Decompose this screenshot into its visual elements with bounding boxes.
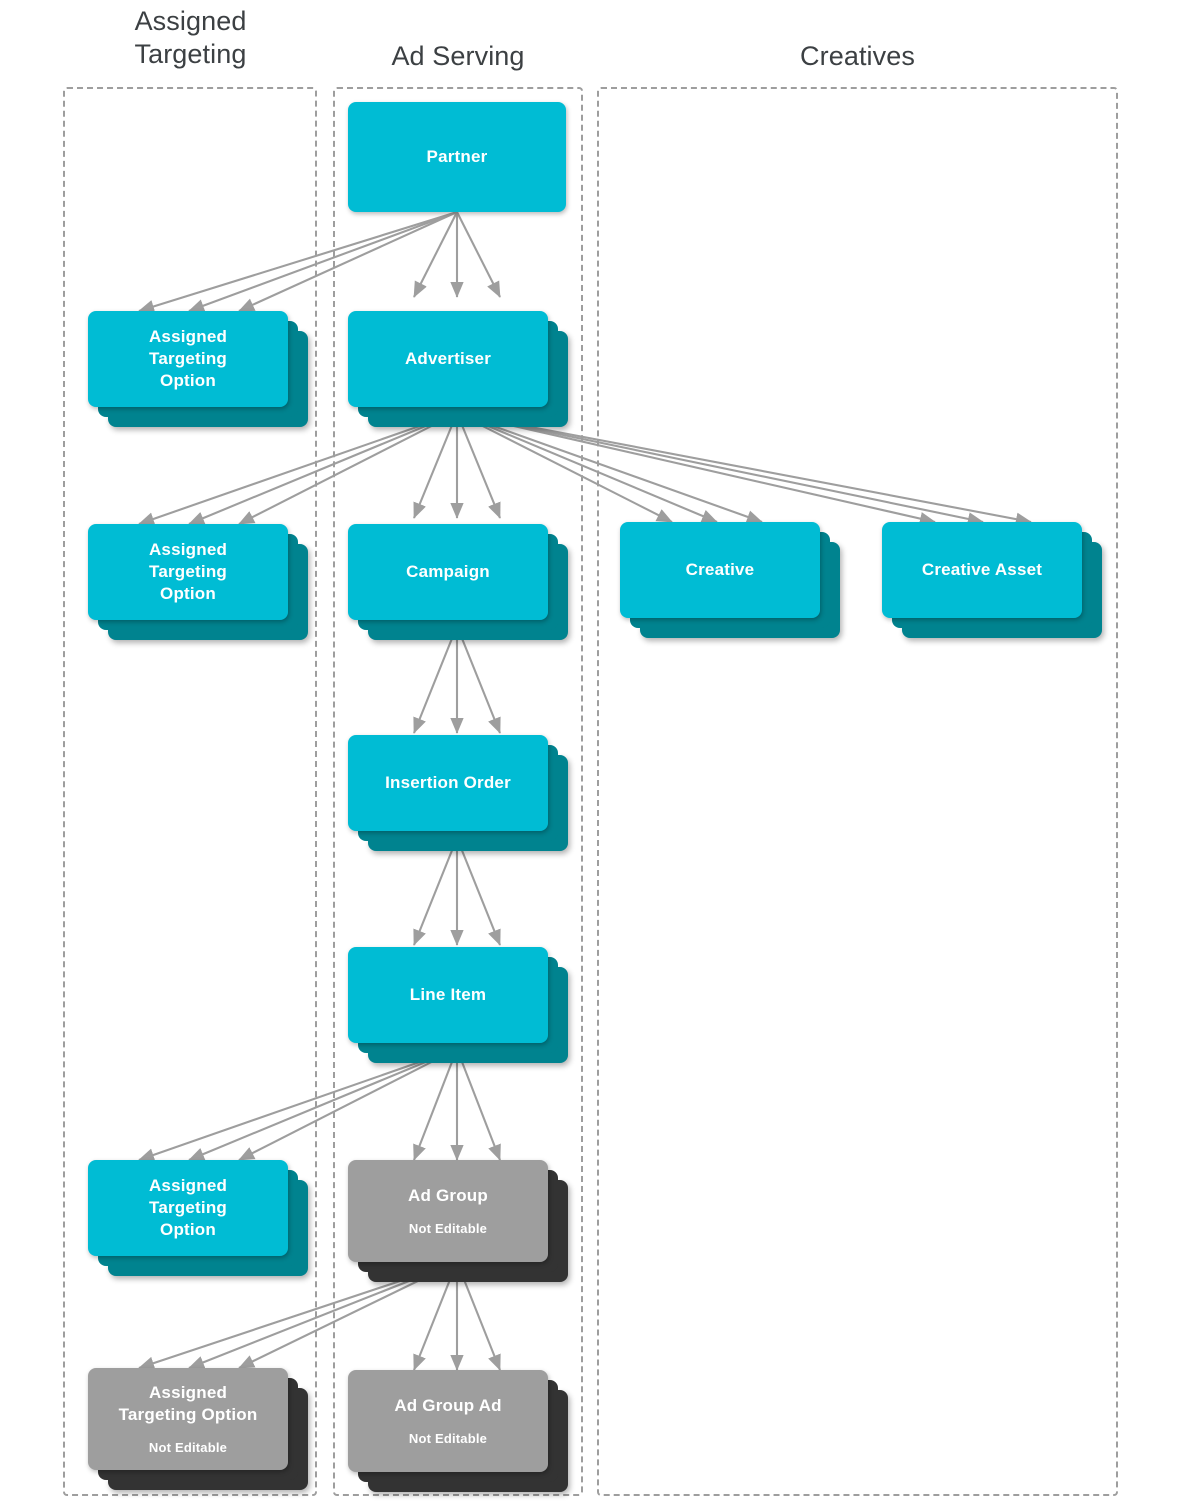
node-label-line-2: Targeting	[149, 562, 227, 581]
node-label-line-1: Assigned	[148, 1383, 228, 1402]
column-header-ad-serving: Ad Serving	[391, 41, 525, 71]
node-ad-group-label: Ad Group	[408, 1186, 488, 1205]
node-label-line-2: Targeting Option	[118, 1405, 258, 1424]
node-ad-group-ad-face[interactable]: Ad Group Ad Not Editable	[348, 1370, 548, 1472]
node-campaign-face[interactable]: Campaign	[348, 524, 548, 620]
node-assigned-targeting-option-2[interactable]: Assigned Targeting Option	[88, 524, 308, 640]
node-assigned-targeting-option-1-face[interactable]: Assigned Targeting Option	[88, 311, 288, 407]
node-creative-face[interactable]: Creative	[620, 522, 820, 618]
column-header-creatives: Creatives	[800, 41, 915, 71]
node-partner[interactable]: Partner	[348, 102, 566, 212]
node-assigned-targeting-option-4[interactable]: Assigned Targeting Option Not Editable	[88, 1368, 308, 1490]
node-advertiser-label: Advertiser	[404, 349, 492, 368]
node-assigned-targeting-option-4-not-editable-badge: Not Editable	[148, 1440, 228, 1455]
node-creative[interactable]: Creative	[620, 522, 840, 638]
node-label-line-2: Targeting	[149, 349, 227, 368]
node-label-line-1: Assigned	[148, 327, 228, 346]
node-line-item[interactable]: Line Item	[348, 947, 568, 1063]
node-ad-group[interactable]: Ad Group Not Editable	[348, 1160, 568, 1282]
swimlane-ad-serving	[333, 87, 583, 1496]
node-insertion-order-face[interactable]: Insertion Order	[348, 735, 548, 831]
node-ad-group-ad[interactable]: Ad Group Ad Not Editable	[348, 1370, 568, 1492]
node-partner-face[interactable]: Partner	[348, 102, 566, 212]
node-advertiser[interactable]: Advertiser	[348, 311, 568, 427]
column-header-line-1: Assigned	[134, 6, 247, 36]
node-assigned-targeting-option-3-face[interactable]: Assigned Targeting Option	[88, 1160, 288, 1256]
node-partner-label: Partner	[426, 147, 488, 166]
node-campaign-label: Campaign	[406, 562, 490, 581]
node-insertion-order[interactable]: Insertion Order	[348, 735, 568, 851]
swimlane-assigned-targeting	[63, 87, 317, 1496]
node-assigned-targeting-option-4-face[interactable]: Assigned Targeting Option Not Editable	[88, 1368, 288, 1470]
node-creative-label: Creative	[685, 560, 755, 579]
swimlane-creatives	[597, 87, 1118, 1496]
node-label-line-1: Assigned	[148, 1176, 228, 1195]
node-label-line-3: Option	[160, 371, 216, 390]
node-assigned-targeting-option-3[interactable]: Assigned Targeting Option	[88, 1160, 308, 1276]
node-ad-group-face[interactable]: Ad Group Not Editable	[348, 1160, 548, 1262]
node-advertiser-face[interactable]: Advertiser	[348, 311, 548, 407]
node-insertion-order-label: Insertion Order	[385, 773, 511, 792]
node-ad-group-ad-not-editable-badge: Not Editable	[408, 1431, 488, 1446]
node-line-item-label: Line Item	[409, 985, 487, 1004]
node-label-line-2: Targeting	[149, 1198, 227, 1217]
node-label-line-1: Assigned	[148, 540, 228, 559]
node-campaign[interactable]: Campaign	[348, 524, 568, 640]
node-label-line-3: Option	[160, 584, 216, 603]
node-ad-group-ad-label: Ad Group Ad	[394, 1396, 502, 1415]
node-assigned-targeting-option-2-face[interactable]: Assigned Targeting Option	[88, 524, 288, 620]
node-label-line-3: Option	[160, 1220, 216, 1239]
node-creative-asset-label: Creative Asset	[921, 560, 1043, 579]
column-header-assigned-targeting: Assigned Targeting	[63, 5, 318, 71]
node-creative-asset[interactable]: Creative Asset	[882, 522, 1102, 638]
column-header-line-2: Targeting	[134, 39, 247, 69]
node-ad-group-not-editable-badge: Not Editable	[408, 1221, 488, 1236]
node-assigned-targeting-option-1[interactable]: Assigned Targeting Option	[88, 311, 308, 427]
node-creative-asset-face[interactable]: Creative Asset	[882, 522, 1082, 618]
node-line-item-face[interactable]: Line Item	[348, 947, 548, 1043]
